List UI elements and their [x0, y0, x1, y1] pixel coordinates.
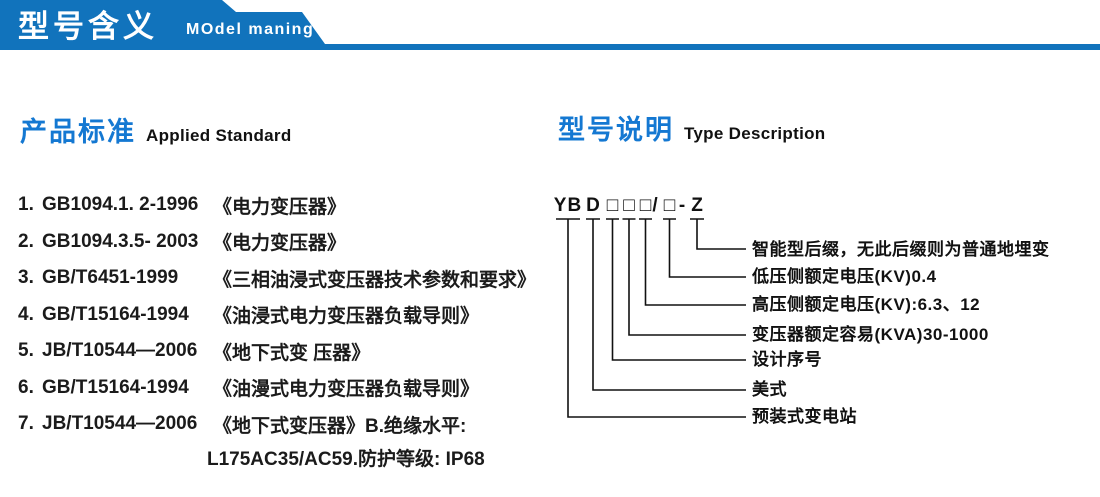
standard-item-number: 3.: [18, 267, 34, 289]
standard-item-title: 《电力变压器》: [213, 196, 347, 218]
standard-item-code: GB/T6451-1999: [42, 267, 179, 289]
model-label-american-style: 美式: [752, 380, 787, 399]
model-code-slash: /: [652, 195, 658, 216]
standard-item-number: 1.: [18, 194, 34, 216]
model-label-hv-voltage: 高压侧额定电压(KV):6.3、12: [752, 295, 981, 314]
standard-item-code: GB1094.1. 2-1996: [42, 194, 199, 216]
standard-item: 4. GB/T15164-1994 《油浸式电力变压器负载导则》: [18, 297, 536, 334]
standard-item-continuation: L175AC35/AC59.防护等级: IP68: [207, 449, 485, 470]
model-code-segment-yb: YB: [553, 195, 583, 216]
standard-item-code: JB/T10544—2006: [42, 340, 198, 362]
standard-item: 2. GB1094.3.5- 2003 《电力变压器》: [18, 224, 536, 261]
standard-item: 7. JB/T10544—2006 《地下式变压器》B.绝缘水平:: [18, 406, 536, 443]
standard-item-title: 《地下式变压器》B.绝缘水平:: [213, 415, 467, 437]
model-code-segment-z: Z: [691, 195, 703, 216]
model-heading-zh: 型号说明: [558, 115, 674, 145]
model-label-design-serial: 设计序号: [752, 350, 822, 369]
model-heading-en: Type Description: [684, 124, 826, 143]
standard-item-number: 5.: [18, 340, 34, 362]
model-label-prefab-substation: 预装式变电站: [752, 407, 857, 426]
standard-item-title: 《油浸式电力变压器负载导则》: [213, 306, 480, 328]
standard-item-number: 2.: [18, 230, 34, 252]
standard-item: 6. GB/T15164-1994 《油漫式电力变压器负载导则》: [18, 370, 536, 407]
standard-item-title: 《地下式变 压器》: [213, 342, 371, 364]
model-label-lv-voltage: 低压侧额定电压(KV)0.4: [752, 267, 937, 286]
standard-item-title: 《油漫式电力变压器负载导则》: [213, 379, 480, 401]
standard-item-code: GB/T15164-1994: [42, 303, 189, 325]
standard-item-code: GB1094.3.5- 2003: [42, 230, 199, 252]
model-section-heading: 型号说明 Type Description: [558, 108, 825, 147]
standard-item-title: 《电力变压器》: [213, 233, 347, 255]
standard-item: 3. GB/T6451-1999 《三相油浸式变压器技术参数和要求》: [18, 260, 536, 297]
standard-item: 1. GB1094.1. 2-1996 《电力变压器》: [18, 187, 536, 224]
banner-subtitle: MOdel maning: [186, 21, 315, 38]
standard-item-code: GB/T15164-1994: [42, 376, 189, 398]
model-code-segment-d: D: [586, 195, 600, 216]
standards-heading-en: Applied Standard: [146, 126, 292, 145]
standard-item-title: 《三相油浸式变压器技术参数和要求》: [213, 269, 537, 291]
model-code-segment-box1: □: [606, 195, 619, 216]
banner-title: 型号含义: [18, 9, 158, 44]
model-code-dash: -: [678, 195, 686, 216]
page-banner: [0, 0, 1100, 50]
model-code-segment-box2: □: [623, 195, 635, 216]
model-code-segment-box4: □: [663, 195, 676, 216]
standard-item-number: 6.: [18, 376, 34, 398]
standards-heading-zh: 产品标准: [20, 117, 136, 147]
standard-item-number: 4.: [18, 303, 34, 325]
standard-item: 5. JB/T10544—2006 《地下式变 压器》: [18, 333, 536, 370]
model-code-segment-box3: □: [639, 195, 652, 216]
model-label-capacity: 变压器额定容易(KVA)30-1000: [752, 325, 989, 344]
standard-item-number: 7.: [18, 413, 34, 435]
standards-section-heading: 产品标准 Applied Standard: [20, 110, 292, 149]
standard-item-code: JB/T10544—2006: [42, 413, 198, 435]
model-label-suffix: 智能型后缀，无此后缀则为普通地埋变: [752, 240, 1050, 259]
standards-list: 1. GB1094.1. 2-1996 《电力变压器》 2. GB1094.3.…: [18, 187, 536, 443]
